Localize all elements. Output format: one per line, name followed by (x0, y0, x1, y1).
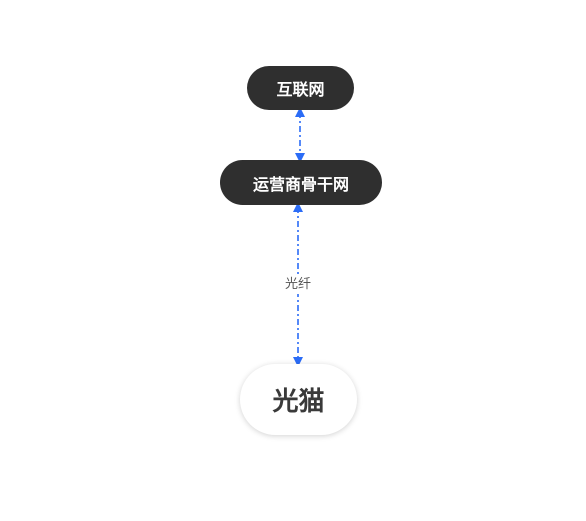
edge-label-fiber: 光纤 (268, 276, 328, 294)
node-optical-modem[interactable]: 光猫 (240, 364, 357, 435)
node-internet[interactable]: 互联网 (247, 66, 354, 110)
node-optical-modem-label: 光猫 (272, 387, 325, 417)
node-internet-label: 互联网 (276, 80, 325, 99)
node-carrier-backbone-label: 运营商骨干网 (252, 174, 349, 194)
node-carrier-backbone[interactable]: 运营商骨干网 (220, 160, 382, 205)
